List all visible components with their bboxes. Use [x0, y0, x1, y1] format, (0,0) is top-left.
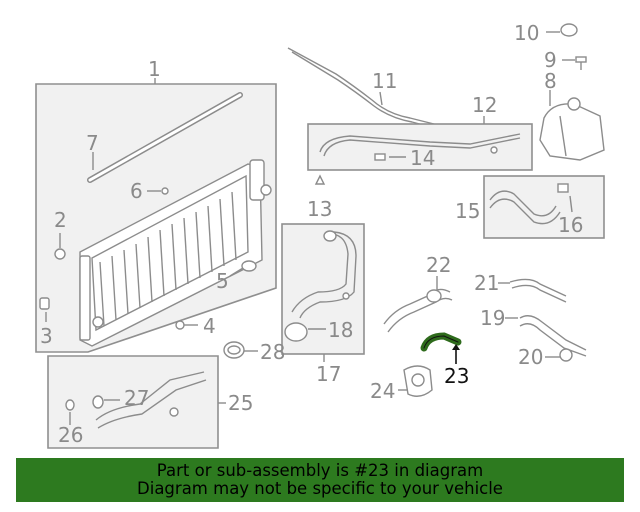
hose-21-part[interactable]: [509, 278, 567, 303]
info-banner: Part or sub-assembly is #23 in diagram D…: [16, 458, 624, 502]
callout-3: 3: [40, 324, 53, 348]
callout-26: 26: [58, 423, 83, 447]
callout-16: 16: [558, 213, 583, 237]
clip-6-part[interactable]: [161, 187, 169, 195]
callout-12: 12: [472, 93, 497, 117]
clip-16-part[interactable]: [557, 183, 569, 193]
radiator-assembly-panel: [35, 78, 277, 353]
clamp-27-part[interactable]: [92, 395, 104, 409]
hose-12-part[interactable]: [319, 133, 521, 157]
cap-18-part[interactable]: [284, 322, 308, 342]
hose-15-panel: [483, 175, 605, 239]
clip-26-part[interactable]: [65, 399, 75, 411]
grommet-5-part[interactable]: [241, 260, 257, 272]
callout-20: 20: [518, 345, 543, 369]
callout-25: 25: [228, 391, 253, 415]
callout-24: 24: [370, 379, 395, 403]
hose-15-part[interactable]: [489, 190, 561, 225]
callout-10: 10: [514, 21, 539, 45]
callout-15: 15: [455, 199, 480, 223]
hose-25-part[interactable]: [95, 371, 207, 429]
callout-22: 22: [426, 253, 451, 277]
callout-21: 21: [474, 271, 499, 295]
banner-line-2: Diagram may not be specific to your vehi…: [137, 479, 503, 498]
bracket-3-part[interactable]: [39, 297, 50, 310]
callout-13: 13: [307, 197, 332, 221]
radiator-part[interactable]: [79, 159, 272, 347]
thermostat-24-part[interactable]: [403, 365, 433, 397]
callout-1: 1: [148, 57, 161, 81]
callout-23: 23: [444, 364, 469, 388]
callout-2: 2: [54, 208, 67, 232]
callout-14: 14: [410, 146, 435, 170]
callout-4: 4: [203, 314, 216, 338]
hose-12-panel: [307, 116, 533, 171]
hose-25-panel: [47, 355, 226, 449]
callout-28: 28: [260, 340, 285, 364]
hose-23-part-highlighted[interactable]: [420, 332, 462, 352]
hose-17-panel: [281, 223, 365, 362]
hose-22-part[interactable]: [383, 288, 453, 333]
clamp-28-part[interactable]: [223, 341, 245, 359]
callout-19: 19: [480, 306, 505, 330]
callout-17: 17: [316, 362, 341, 386]
callout-5: 5: [216, 269, 229, 293]
callout-18: 18: [328, 318, 353, 342]
bolt-9-part[interactable]: [575, 56, 587, 70]
callout-7: 7: [86, 131, 99, 155]
callout-8: 8: [544, 69, 557, 93]
hose-19-part[interactable]: [519, 315, 587, 357]
banner-line-1: Part or sub-assembly is #23 in diagram: [156, 461, 484, 480]
clip-4-part[interactable]: [175, 320, 185, 330]
clip-13-part[interactable]: [314, 174, 326, 185]
callout-11: 11: [372, 69, 397, 93]
coolant-reservoir-part[interactable]: [539, 97, 605, 161]
hose-11-part[interactable]: [287, 47, 451, 133]
clip-2-part[interactable]: [54, 248, 66, 260]
callout-9: 9: [544, 48, 557, 72]
callout-6: 6: [130, 179, 143, 203]
clamp-20-part[interactable]: [559, 348, 573, 362]
cap-10-part[interactable]: [560, 23, 578, 37]
clip-14-part[interactable]: [374, 153, 386, 161]
callout-27: 27: [124, 386, 149, 410]
hose-17-part[interactable]: [291, 230, 357, 319]
